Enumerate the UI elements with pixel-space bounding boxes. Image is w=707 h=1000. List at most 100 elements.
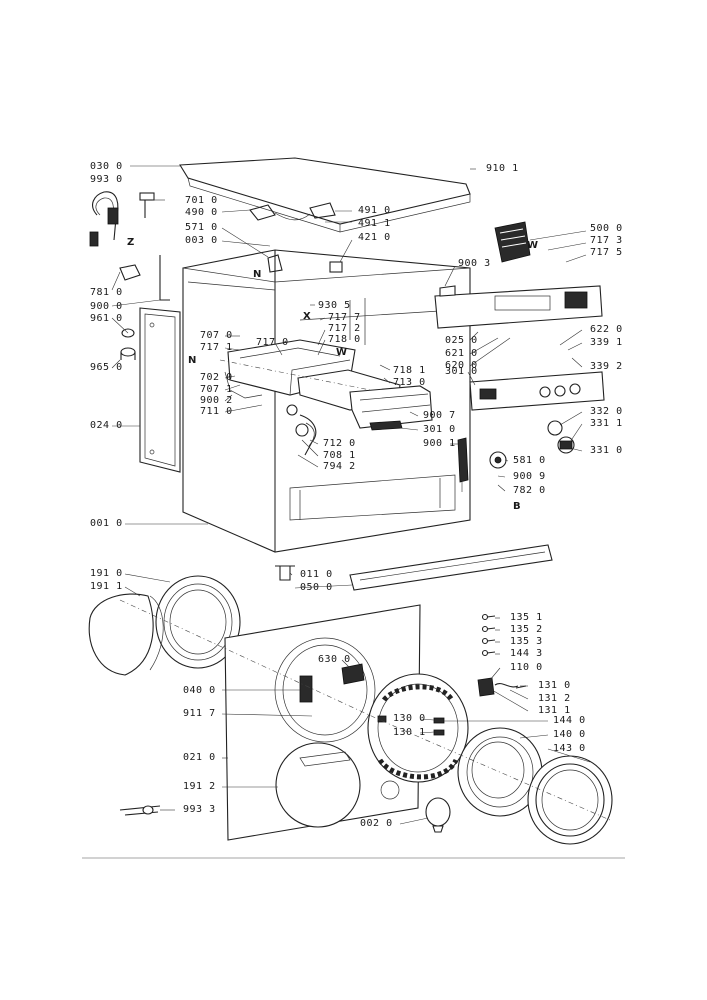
part-number-label: 001 0 xyxy=(90,518,123,529)
part-number-label: 131 2 xyxy=(538,693,571,704)
part-number-label: 718 0 xyxy=(328,334,361,345)
part-number-label: 993 0 xyxy=(90,174,123,185)
leader-l10 xyxy=(339,239,353,263)
leader-l37 xyxy=(383,377,391,384)
part-number-label: 717 5 xyxy=(590,247,623,258)
leader-l39 xyxy=(559,411,583,426)
part-number-label: 701 0 xyxy=(185,195,218,206)
reference-letter: N xyxy=(188,355,196,366)
leader-l20 xyxy=(317,339,326,356)
leader-l55 xyxy=(289,572,293,576)
part-number-label: 011 0 xyxy=(300,569,333,580)
leader-l38 xyxy=(467,371,476,386)
part-number-label: 961 0 xyxy=(90,313,123,324)
leader-l34 xyxy=(224,394,233,402)
leader-l14 xyxy=(444,265,456,287)
part-number-label: 025 0 xyxy=(445,335,478,346)
part-number-label: 301 0 xyxy=(423,424,456,435)
part-number-label: 621 0 xyxy=(445,348,478,359)
part-number-label: 718 1 xyxy=(393,365,426,376)
door-outer-143 xyxy=(527,755,613,845)
feet-and-filter xyxy=(119,565,451,833)
knobs xyxy=(489,420,575,469)
leader-l61 xyxy=(341,659,351,669)
leader-l24 xyxy=(274,342,283,356)
reference-letter: Z xyxy=(127,237,134,248)
leader-l36 xyxy=(379,364,391,371)
part-number-label: 191 2 xyxy=(183,781,216,792)
part-number-label: 711 0 xyxy=(200,406,233,417)
leader-l31 xyxy=(111,359,121,369)
part-number-label: 782 0 xyxy=(513,485,546,496)
front-panel-021 xyxy=(224,604,421,841)
part-number-label: 622 0 xyxy=(590,324,623,335)
leader-l41 xyxy=(409,411,419,417)
part-number-label: 781 0 xyxy=(90,287,123,298)
leader-l13 xyxy=(565,254,587,263)
part-number-label: 021 0 xyxy=(183,752,216,763)
part-number-label: 331 0 xyxy=(590,445,623,456)
part-number-label: 339 1 xyxy=(590,337,623,348)
part-number-label: 135 1 xyxy=(510,612,543,623)
leader-l70 xyxy=(419,731,435,734)
leader-l7 xyxy=(221,227,269,258)
part-number-label: 140 0 xyxy=(553,729,586,740)
part-number-label: 900 1 xyxy=(423,438,456,449)
part-number-label: 050 0 xyxy=(300,582,333,593)
part-number-label: 910 1 xyxy=(486,163,519,174)
hoses-middle xyxy=(286,404,317,456)
part-number-label: 143 0 xyxy=(553,743,586,754)
part-number-label: 708 1 xyxy=(323,450,356,461)
part-number-label: 900 0 xyxy=(90,301,123,312)
part-number-label: 500 0 xyxy=(590,223,623,234)
part-number-label: 301 0 xyxy=(445,366,478,377)
axis-line-dispenser xyxy=(219,359,371,391)
leader-l46 xyxy=(309,439,319,445)
part-number-label: 930 5 xyxy=(318,300,351,311)
part-number-label: 030 0 xyxy=(90,161,123,172)
part-number-label: 571 0 xyxy=(185,222,218,233)
part-number-label: 135 3 xyxy=(510,636,543,647)
leader-l66 xyxy=(491,689,529,712)
reference-letter: X xyxy=(303,311,311,322)
small-screws-135 xyxy=(481,613,496,657)
part-number-label: 339 2 xyxy=(590,361,623,372)
part-number-label: 144 0 xyxy=(553,715,586,726)
detergent-dispenser xyxy=(224,339,433,431)
leader-l16 xyxy=(111,299,161,307)
leader-l68 xyxy=(419,718,435,721)
part-number-label: 135 2 xyxy=(510,624,543,635)
door-lock-900-1 xyxy=(457,437,469,492)
leader-l51 xyxy=(497,484,506,492)
part-number-label: 131 1 xyxy=(538,705,571,716)
leader-l18 xyxy=(319,317,326,321)
part-number-label: 794 2 xyxy=(323,461,356,472)
part-number-label: 191 0 xyxy=(90,568,123,579)
reference-letter: W xyxy=(336,347,347,358)
reference-letter: W xyxy=(527,240,538,251)
part-number-label: 717 7 xyxy=(328,312,361,323)
door-frame-130 xyxy=(367,673,469,783)
leader-l62 xyxy=(489,667,501,681)
part-number-label: 707 1 xyxy=(200,384,233,395)
part-number-label: 620 0 xyxy=(445,360,478,371)
leader-l19 xyxy=(317,329,326,346)
hinge-parts-131 xyxy=(477,677,527,697)
leader-l71 xyxy=(519,734,549,739)
part-number-label: 707 0 xyxy=(200,330,233,341)
leader-l21 xyxy=(111,317,129,334)
leader-lines xyxy=(111,165,591,825)
leader-l11 xyxy=(529,230,587,241)
leader-l54 xyxy=(124,586,141,597)
part-number-label: 900 9 xyxy=(513,471,546,482)
leader-l67 xyxy=(221,713,313,717)
leader-l12 xyxy=(547,242,587,251)
leader-l23 xyxy=(224,347,241,351)
leader-l27 xyxy=(469,331,479,341)
part-number-label: 717 2 xyxy=(328,323,361,334)
part-number-label: 581 0 xyxy=(513,455,546,466)
part-number-label: 421 0 xyxy=(358,232,391,243)
part-number-label: 130 1 xyxy=(393,727,426,738)
part-number-label: 717 1 xyxy=(200,342,233,353)
